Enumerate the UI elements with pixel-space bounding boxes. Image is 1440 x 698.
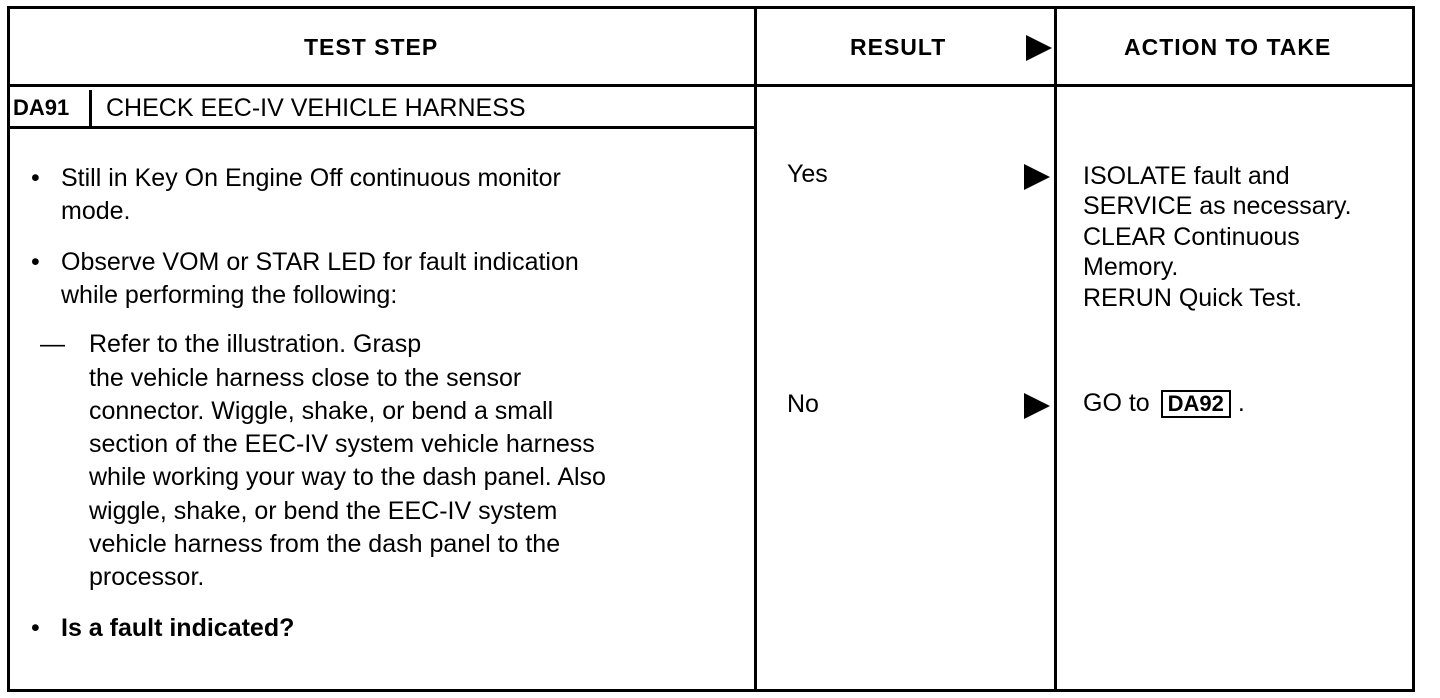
instruction-line: while performing the following: [61, 281, 398, 309]
header-test-step: TEST STEP [304, 34, 439, 60]
sub-instruction-line: processor. [89, 563, 205, 591]
sub-instruction-line: the vehicle harness close to the sensor [89, 364, 522, 392]
column-divider-1 [754, 6, 757, 692]
sub-instruction-line: while working your way to the dash panel… [89, 463, 606, 491]
sub-instruction-line: connector. Wiggle, shake, or bend a smal… [89, 397, 554, 425]
action-yes-line: CLEAR Continuous [1083, 223, 1300, 251]
dash: — [40, 330, 65, 358]
instruction-line: Still in Key On Engine Off continuous mo… [61, 164, 561, 192]
sub-instruction-line: wiggle, shake, or bend the EEC-IV system [89, 497, 558, 525]
action-no-prefix: GO to [1083, 389, 1150, 417]
bullet: • [31, 614, 40, 642]
header-action: ACTION TO TAKE [1124, 34, 1332, 60]
procedure-table [7, 6, 1415, 692]
result-yes: Yes [787, 160, 828, 188]
action-no-suffix: . [1237, 389, 1245, 417]
result-yes-arrow-icon [1024, 164, 1050, 190]
action-yes-line: RERUN Quick Test. [1083, 284, 1303, 312]
result-no-arrow-icon [1024, 393, 1050, 419]
action-yes-line: SERVICE as necessary. [1083, 192, 1352, 220]
instruction-line: Observe VOM or STAR LED for fault indica… [61, 248, 579, 276]
bullet: • [31, 248, 40, 276]
header-arrow-icon [1026, 35, 1052, 61]
sub-instruction-line: vehicle harness from the dash panel to t… [89, 530, 561, 558]
bullet: • [31, 164, 40, 192]
action-yes-line: ISOLATE fault and [1083, 162, 1290, 190]
header-rule [7, 84, 1415, 87]
sub-instruction-line: Refer to the illustration. Grasp [89, 330, 422, 358]
header-result: RESULT [850, 34, 947, 60]
step-code: DA91 [9, 90, 92, 126]
step-title-rule [7, 126, 756, 129]
step-title: CHECK EEC-IV VEHICLE HARNESS [106, 94, 526, 122]
step-ref-link[interactable]: DA92 [1160, 390, 1231, 418]
instruction-line: mode. [61, 197, 131, 225]
question: Is a fault indicated? [61, 614, 295, 642]
sub-instruction-line: section of the EEC-IV system vehicle har… [89, 430, 595, 458]
result-no: No [787, 390, 819, 418]
action-yes-line: Memory. [1083, 253, 1179, 281]
column-divider-2 [1054, 6, 1057, 692]
action-no: GO to DA92 . [1083, 388, 1245, 419]
